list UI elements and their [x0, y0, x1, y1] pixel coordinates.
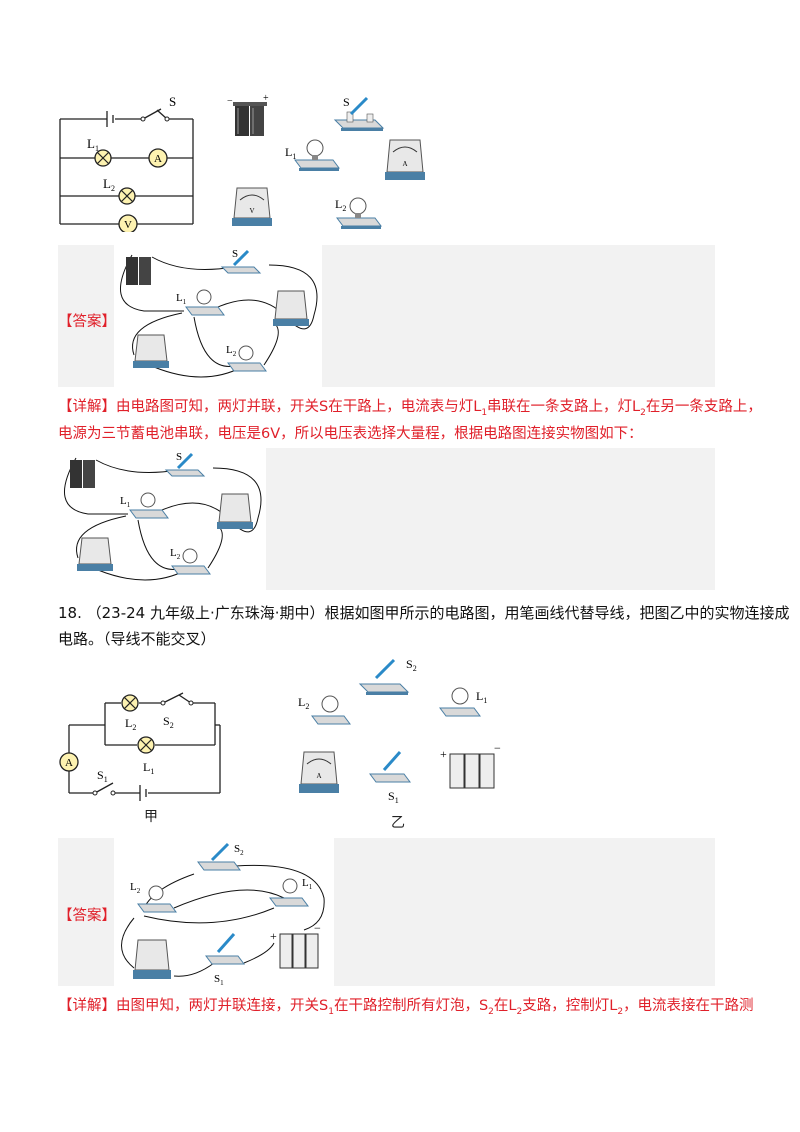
figure-jia-caption: 甲 [144, 809, 158, 825]
svg-text:L1: L1 [302, 877, 313, 891]
q17-detail-wiring-picture: S L1 L2 [58, 448, 266, 590]
svg-text:L2: L2 [170, 547, 181, 561]
voltmeter-symbol: V [118, 214, 138, 232]
q18-answer-wiring-picture: S2 L2 L1 S1 + − [114, 838, 334, 986]
q17-answer-tag: 【答案】 [58, 314, 116, 330]
svg-text:A: A [154, 153, 162, 165]
q18-question-line2: 电路。（导线不能交叉） [58, 630, 216, 648]
svg-text:L1: L1 [143, 760, 154, 776]
svg-text:S2: S2 [163, 714, 174, 730]
svg-text:−: − [494, 741, 501, 755]
svg-text:S2: S2 [234, 843, 244, 857]
q17-answer-wiring-picture: S L1 L2 [114, 245, 322, 387]
svg-text:L1: L1 [476, 689, 487, 705]
svg-text:A: A [316, 772, 321, 780]
lamp-l1-symbol [94, 149, 112, 167]
ammeter-symbol: A [59, 752, 79, 772]
svg-text:L2: L2 [130, 881, 141, 895]
svg-text:S1: S1 [388, 789, 399, 805]
svg-text:−: − [227, 96, 233, 107]
q18-question-line1: 18. （23-24 九年级上·广东珠海·期中）根据如图甲所示的电路图，用笔画线… [58, 604, 790, 622]
svg-text:L1: L1 [285, 145, 296, 161]
svg-text:L2: L2 [298, 695, 309, 711]
svg-text:A: A [402, 160, 407, 168]
svg-text:L2: L2 [335, 197, 346, 213]
svg-text:L1: L1 [120, 495, 131, 509]
q18-detail-line1: 【详解】由图甲知，两灯并联连接，开关S1在干路控制所有灯泡，S2在L2支路，控制… [58, 998, 754, 1017]
voltmeter-device-icon: V [232, 187, 272, 226]
l2-label: L2 [103, 176, 115, 193]
q18-answer-tag: 【答案】 [58, 908, 116, 924]
svg-text:A: A [65, 757, 73, 769]
svg-text:V: V [124, 219, 132, 231]
svg-text:+: + [270, 929, 277, 943]
knife-switch-icon [333, 96, 385, 131]
svg-text:S: S [176, 451, 182, 463]
svg-text:S2: S2 [406, 657, 417, 673]
lamp-l2-symbol [118, 187, 136, 205]
svg-text:S1: S1 [214, 973, 224, 986]
svg-text:L2: L2 [125, 716, 136, 732]
lamp-l2-symbol [121, 694, 139, 712]
lamp-l1-symbol [137, 736, 155, 754]
svg-text:S: S [232, 248, 238, 260]
q18-circuit-schematic: A L2 S2 L1 S1 [59, 692, 221, 801]
svg-text:S1: S1 [97, 768, 108, 784]
figure-yi-caption: 乙 [391, 815, 405, 831]
svg-text:V: V [249, 207, 254, 215]
battery-pack-icon [233, 102, 267, 136]
q18-components-picture: S2 L2 L1 A S1 + − [298, 657, 501, 805]
q17-circuit-schematic: A V S L1 L2 [59, 94, 194, 232]
ammeter-device-icon: A [385, 139, 425, 180]
svg-text:S: S [343, 95, 350, 109]
lamp-l2-icon [336, 197, 382, 229]
q17-detail-line1: 【详解】由电路图可知，两灯并联，开关S在干路上，电流表与灯L1串联在一条支路上，… [58, 399, 762, 418]
ammeter-symbol: A [148, 148, 168, 168]
l1-label: L1 [87, 136, 99, 153]
q17-components-picture: − + S L1 A V L2 [227, 93, 425, 229]
svg-text:+: + [440, 747, 447, 761]
svg-text:+: + [263, 93, 269, 104]
q17-detail-line2: 电源为三节蓄电池串联，电压是6V，所以电压表选择大量程，根据电路图连接实物图如下… [58, 426, 643, 442]
lamp-l1-icon [294, 139, 340, 171]
svg-text:−: − [314, 921, 321, 935]
svg-text:L1: L1 [176, 292, 187, 306]
svg-text:L2: L2 [226, 344, 237, 358]
switch-s-label: S [169, 94, 176, 109]
